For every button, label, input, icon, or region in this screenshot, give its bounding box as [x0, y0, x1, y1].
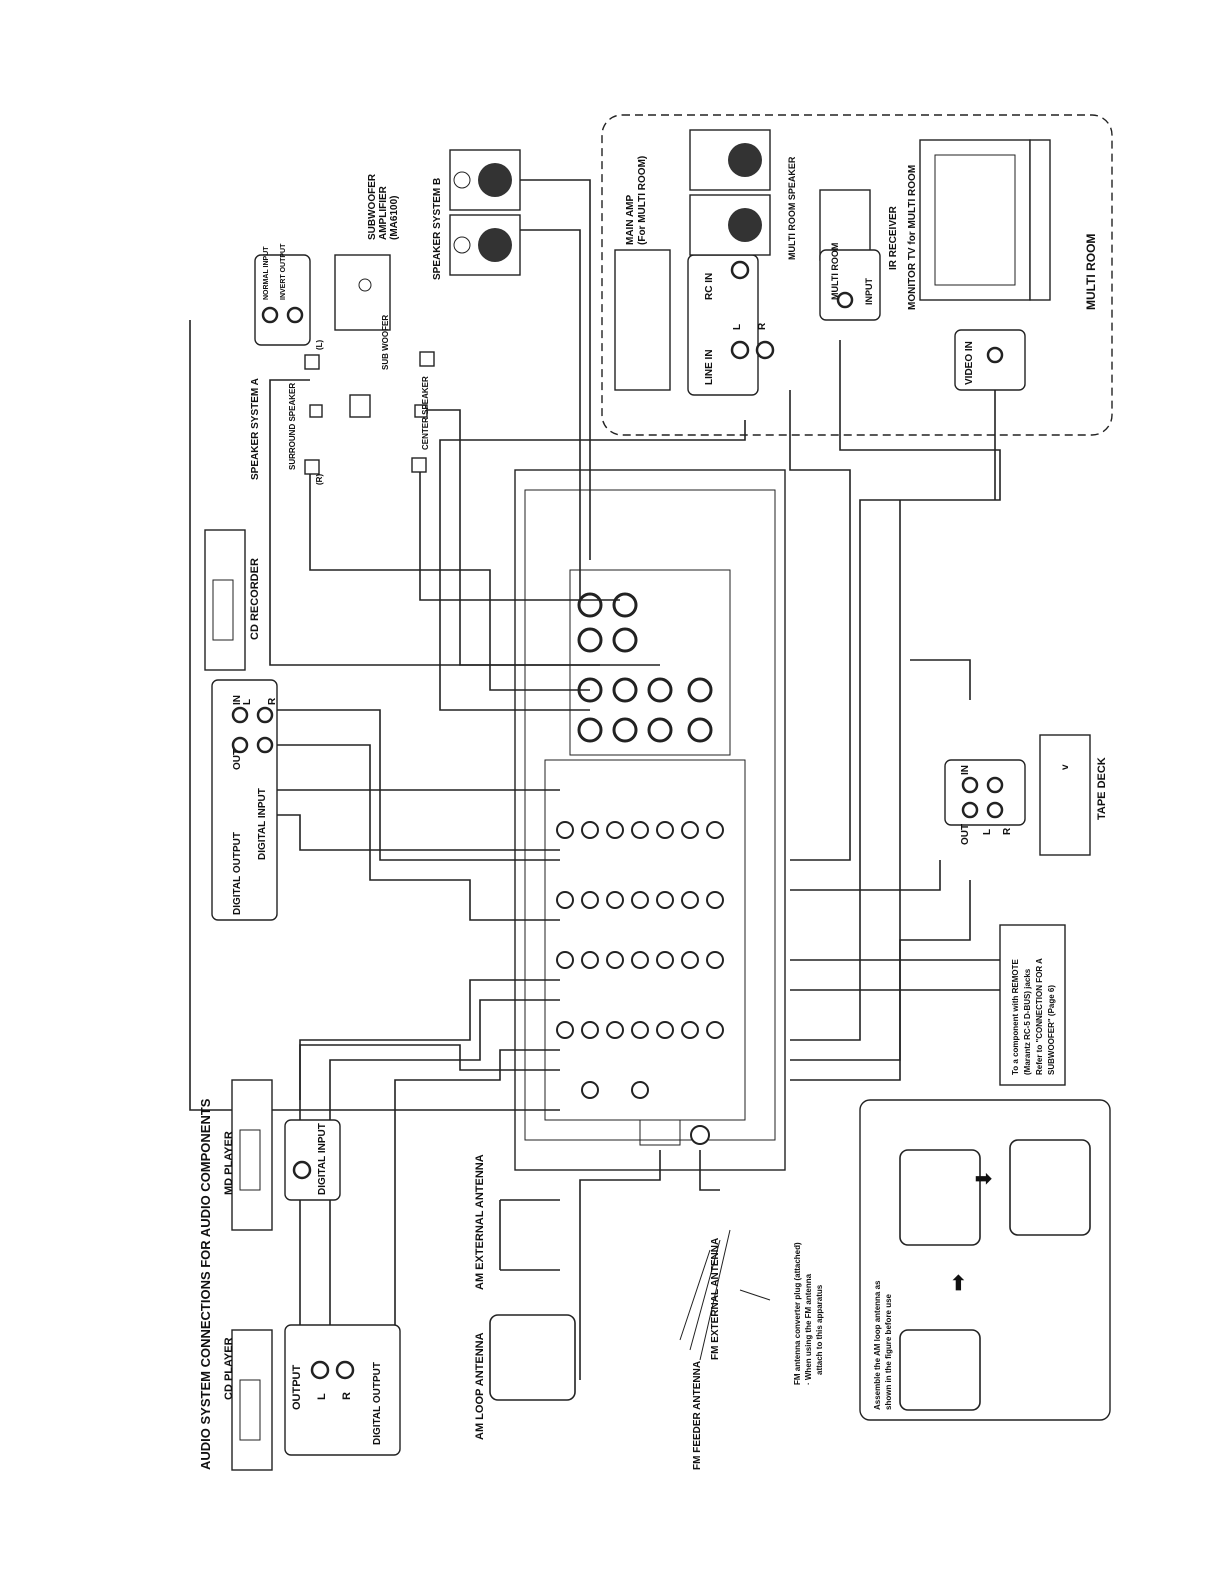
- am-external-label: AM EXTERNAL ANTENNA: [474, 1154, 486, 1290]
- am-external-antenna: [499, 1199, 560, 1271]
- am-loop-assembly-box: [859, 1099, 1111, 1421]
- invert-output-label: INVERT OUTPUT: [280, 243, 287, 300]
- speaker-right-label: (R): [315, 474, 324, 485]
- fm-external-label: FM EXTERNAL ANTENNA: [710, 1238, 721, 1360]
- subwoofer-amplifier: [254, 254, 391, 346]
- multi-room-title: MULTI ROOM: [1084, 234, 1098, 310]
- remote-note-line3: Refer to "CONNECTION FOR A: [1035, 958, 1044, 1075]
- cd-player-label: CD PLAYER: [223, 1337, 235, 1400]
- remote-note-line2: (Marantz RC-5 D-BUS) jacks: [1023, 968, 1032, 1075]
- center-speaker-label: CENTER SPEAKER: [421, 376, 430, 450]
- ir-multi-room-label: MULTI ROOM: [830, 243, 840, 300]
- tape-in-label: IN: [960, 765, 971, 775]
- cd-recorder-label: CD RECORDER: [249, 558, 261, 640]
- fm-note-line1: FM antenna converter plug (attached): [793, 1242, 802, 1385]
- cdr-r-label: R: [267, 697, 278, 705]
- arrow-up-icon: ⬆: [950, 1273, 967, 1295]
- tape-deck-label: TAPE DECK: [1096, 757, 1108, 820]
- speaker-system-a-label: SPEAKER SYSTEM A: [250, 378, 261, 480]
- multi-room-speakers: [689, 129, 771, 256]
- md-player-label: MD PLAYER: [223, 1131, 235, 1195]
- ir-input-label: INPUT: [864, 277, 874, 305]
- page-mark: v: [1060, 764, 1071, 770]
- subwoofer-amp-name2: AMPLIFIER: [378, 185, 389, 240]
- tape-r-label: R: [1002, 827, 1013, 835]
- normal-input-label: NORMAL INPUT: [263, 246, 270, 300]
- cd-recorder-device: [204, 529, 278, 921]
- subwoofer-amp-name3: (MA6100): [389, 196, 400, 240]
- ir-input-panel: [819, 249, 881, 321]
- remote-note-box: [999, 924, 1066, 1086]
- md-digital-input-panel: [284, 1119, 341, 1201]
- cdr-l-label: L: [242, 699, 253, 705]
- md-player-device: [231, 1079, 273, 1231]
- fm-feeder-label: FM FEEDER ANTENNA: [692, 1361, 703, 1470]
- monitor-tv-label: MONITOR TV for MULTI ROOM: [907, 165, 918, 310]
- monitor-tv-device: [919, 139, 1051, 391]
- fm-note-line2: · When using the FM antenna: [804, 1273, 813, 1385]
- cd-r-label: R: [341, 1392, 353, 1400]
- cd-digital-output-label: DIGITAL OUTPUT: [372, 1362, 383, 1445]
- cd-l-label: L: [316, 1393, 328, 1400]
- main-amp-label2: (For MULTI ROOM): [637, 156, 648, 245]
- sub-woofer-label: SUB WOOFER: [381, 315, 390, 370]
- receiver-rear-panel: [514, 469, 786, 1171]
- multi-room-box: [601, 114, 1113, 436]
- rc-in-label: RC IN: [704, 273, 715, 300]
- fm-external-antenna: [679, 1229, 771, 1361]
- remote-note-line1: To a component with REMOTE: [1011, 958, 1020, 1075]
- am-loop-antenna: [489, 1314, 576, 1401]
- ir-receiver-label: IR RECEIVER: [888, 205, 899, 270]
- assemble-note-line2: shown in the figure before use: [884, 1293, 893, 1410]
- diagram-title: AUDIO SYSTEM CONNECTIONS FOR AUDIO COMPO…: [198, 1098, 213, 1470]
- speaker-system-b-label: SPEAKER SYSTEM B: [432, 178, 443, 280]
- fm-note-line3: attach to this apparatus: [815, 1284, 824, 1375]
- subwoofer-amp-name1: SUBWOOFER: [367, 173, 378, 240]
- surround-speaker-label: SURROUND SPEAKER: [288, 383, 297, 470]
- line-in-label: LINE IN: [704, 349, 715, 385]
- video-in-label: VIDEO IN: [964, 341, 975, 385]
- am-loop-label: AM LOOP ANTENNA: [474, 1332, 486, 1440]
- assemble-note-line1: Assemble the AM loop antenna as: [873, 1280, 882, 1410]
- labels: AUDIO SYSTEM CONNECTIONS FOR AUDIO COMPO…: [198, 156, 1108, 1470]
- speaker-system-a: [304, 351, 435, 475]
- cd-output-panel: [284, 1324, 401, 1456]
- speaker-left-label: (L): [315, 339, 324, 350]
- cdr-in-label: IN: [232, 695, 243, 705]
- md-digital-input-label: DIGITAL INPUT: [317, 1123, 328, 1195]
- main-amp-device: [614, 249, 775, 396]
- multi-room-speaker-label: MULTI ROOM SPEAKER: [787, 156, 797, 260]
- tape-l-label: L: [982, 829, 993, 835]
- remote-note-line4: SUBWOOFER" (Page 6): [1047, 985, 1056, 1075]
- cdr-digital-output-label: DIGITAL OUTPUT: [232, 832, 243, 915]
- cdr-digital-input-label: DIGITAL INPUT: [257, 788, 268, 860]
- tape-out-label: OUT: [960, 824, 971, 845]
- main-amp-label1: MAIN AMP: [625, 194, 636, 245]
- line-in-r-label: R: [757, 322, 768, 330]
- line-in-l-label: L: [732, 324, 743, 330]
- tape-deck-device: [944, 734, 1091, 856]
- arrow-right-icon: ➡: [975, 1168, 992, 1190]
- cd-output-label: OUTPUT: [291, 1365, 303, 1411]
- speaker-system-b: [449, 149, 521, 276]
- cdr-out-label: OUT: [232, 749, 243, 770]
- cd-player-device: [231, 1329, 273, 1471]
